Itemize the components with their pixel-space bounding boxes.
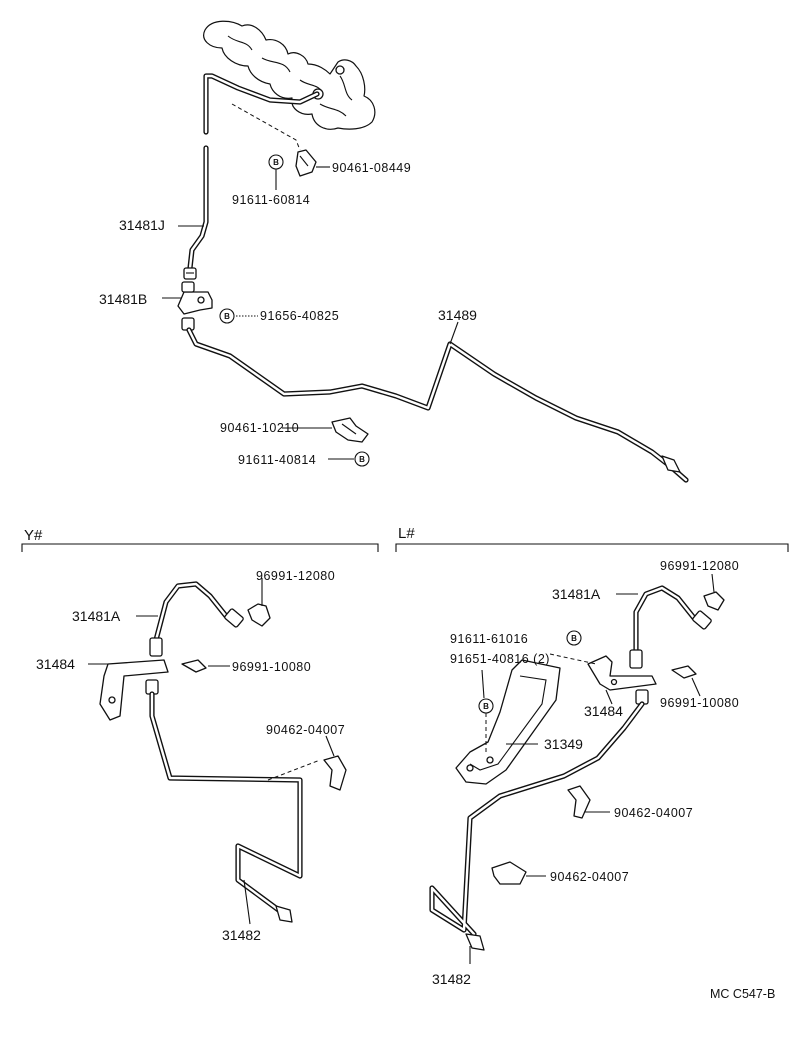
part-label-96991-12080: 96991-12080 (660, 559, 739, 573)
part-label-31482: 31482 (432, 971, 471, 987)
part-label-90461-10210: 90461-10210 (220, 421, 299, 435)
part-label-91611-61016: 91611-61016 (450, 632, 528, 646)
pipe-31489 (186, 327, 689, 483)
part-label-31481B: 31481B (99, 291, 147, 307)
part-label-96991-12080: 96991-12080 (256, 569, 335, 583)
part-label-31481J: 31481J (119, 217, 165, 233)
svg-text:B: B (359, 455, 365, 464)
clip-96991-10080-l (671, 665, 697, 679)
clip-90462-04007-l-lower (491, 861, 527, 885)
svg-text:B: B (483, 702, 489, 711)
part-label-31484: 31484 (36, 656, 75, 672)
hose-31481A-y (149, 581, 244, 657)
pipe-31481J (183, 73, 320, 280)
part-label-90462-04007: 90462-04007 (614, 806, 693, 820)
section-bracket-y: Y# (21, 527, 379, 552)
clip-90461-08449 (295, 149, 317, 177)
bracket-31484-l (587, 655, 657, 691)
part-label-96991-10080: 96991-10080 (232, 660, 311, 674)
part-label-91611-60814: 91611-60814 (232, 193, 310, 207)
part-label-96991-10080: 96991-10080 (660, 696, 739, 710)
part-label-90462-04007: 90462-04007 (266, 723, 345, 737)
pipe-31482-y (145, 679, 303, 923)
bracket-31484-y (99, 659, 169, 721)
hose-31481A-l (629, 585, 712, 669)
part-label-90462-04007: 90462-04007 (550, 870, 629, 884)
clip-96991-10080-y (181, 659, 207, 673)
svg-text:Y#: Y# (24, 527, 43, 544)
part-label-31481A: 31481A (552, 586, 601, 602)
part-label-31484: 31484 (584, 703, 623, 719)
master-cylinder-outline (203, 20, 376, 130)
part-label-31481A: 31481A (72, 608, 121, 624)
clip-90462-04007-y (323, 755, 347, 791)
bolt-marker-icon: B (478, 698, 494, 714)
part-label-91611-40814: 91611-40814 (238, 453, 316, 467)
bracket-31349 (455, 659, 561, 785)
section-bracket-l: L# (395, 525, 789, 552)
svg-text:B: B (224, 312, 230, 321)
part-label-31482: 31482 (222, 927, 261, 943)
bolt-marker-icon: B (354, 451, 370, 467)
clip-90461-10210 (331, 417, 369, 443)
clip-96991-12080-l (703, 591, 725, 611)
clip-96991-12080-y (247, 603, 271, 627)
svg-text:L#: L# (398, 525, 415, 542)
part-label-31489: 31489 (438, 307, 477, 323)
part-label-91651-40816: 91651-40816 (2) (450, 652, 550, 666)
pipe-31482-l (429, 689, 649, 951)
part-label-91656-40825: 91656-40825 (260, 309, 339, 323)
svg-text:B: B (571, 634, 577, 643)
bolt-marker-icon: B (219, 308, 235, 324)
junction-block-31481B (177, 281, 213, 331)
svg-text:B: B (273, 158, 279, 167)
clip-90462-04007-l-upper (567, 785, 591, 819)
bolt-marker-icon: B (566, 630, 582, 646)
bolt-marker-icon: B (268, 154, 284, 170)
diagram-code: MC C547-B (710, 987, 775, 1001)
part-label-31349: 31349 (544, 736, 583, 752)
part-label-90461-08449: 90461-08449 (332, 161, 411, 175)
